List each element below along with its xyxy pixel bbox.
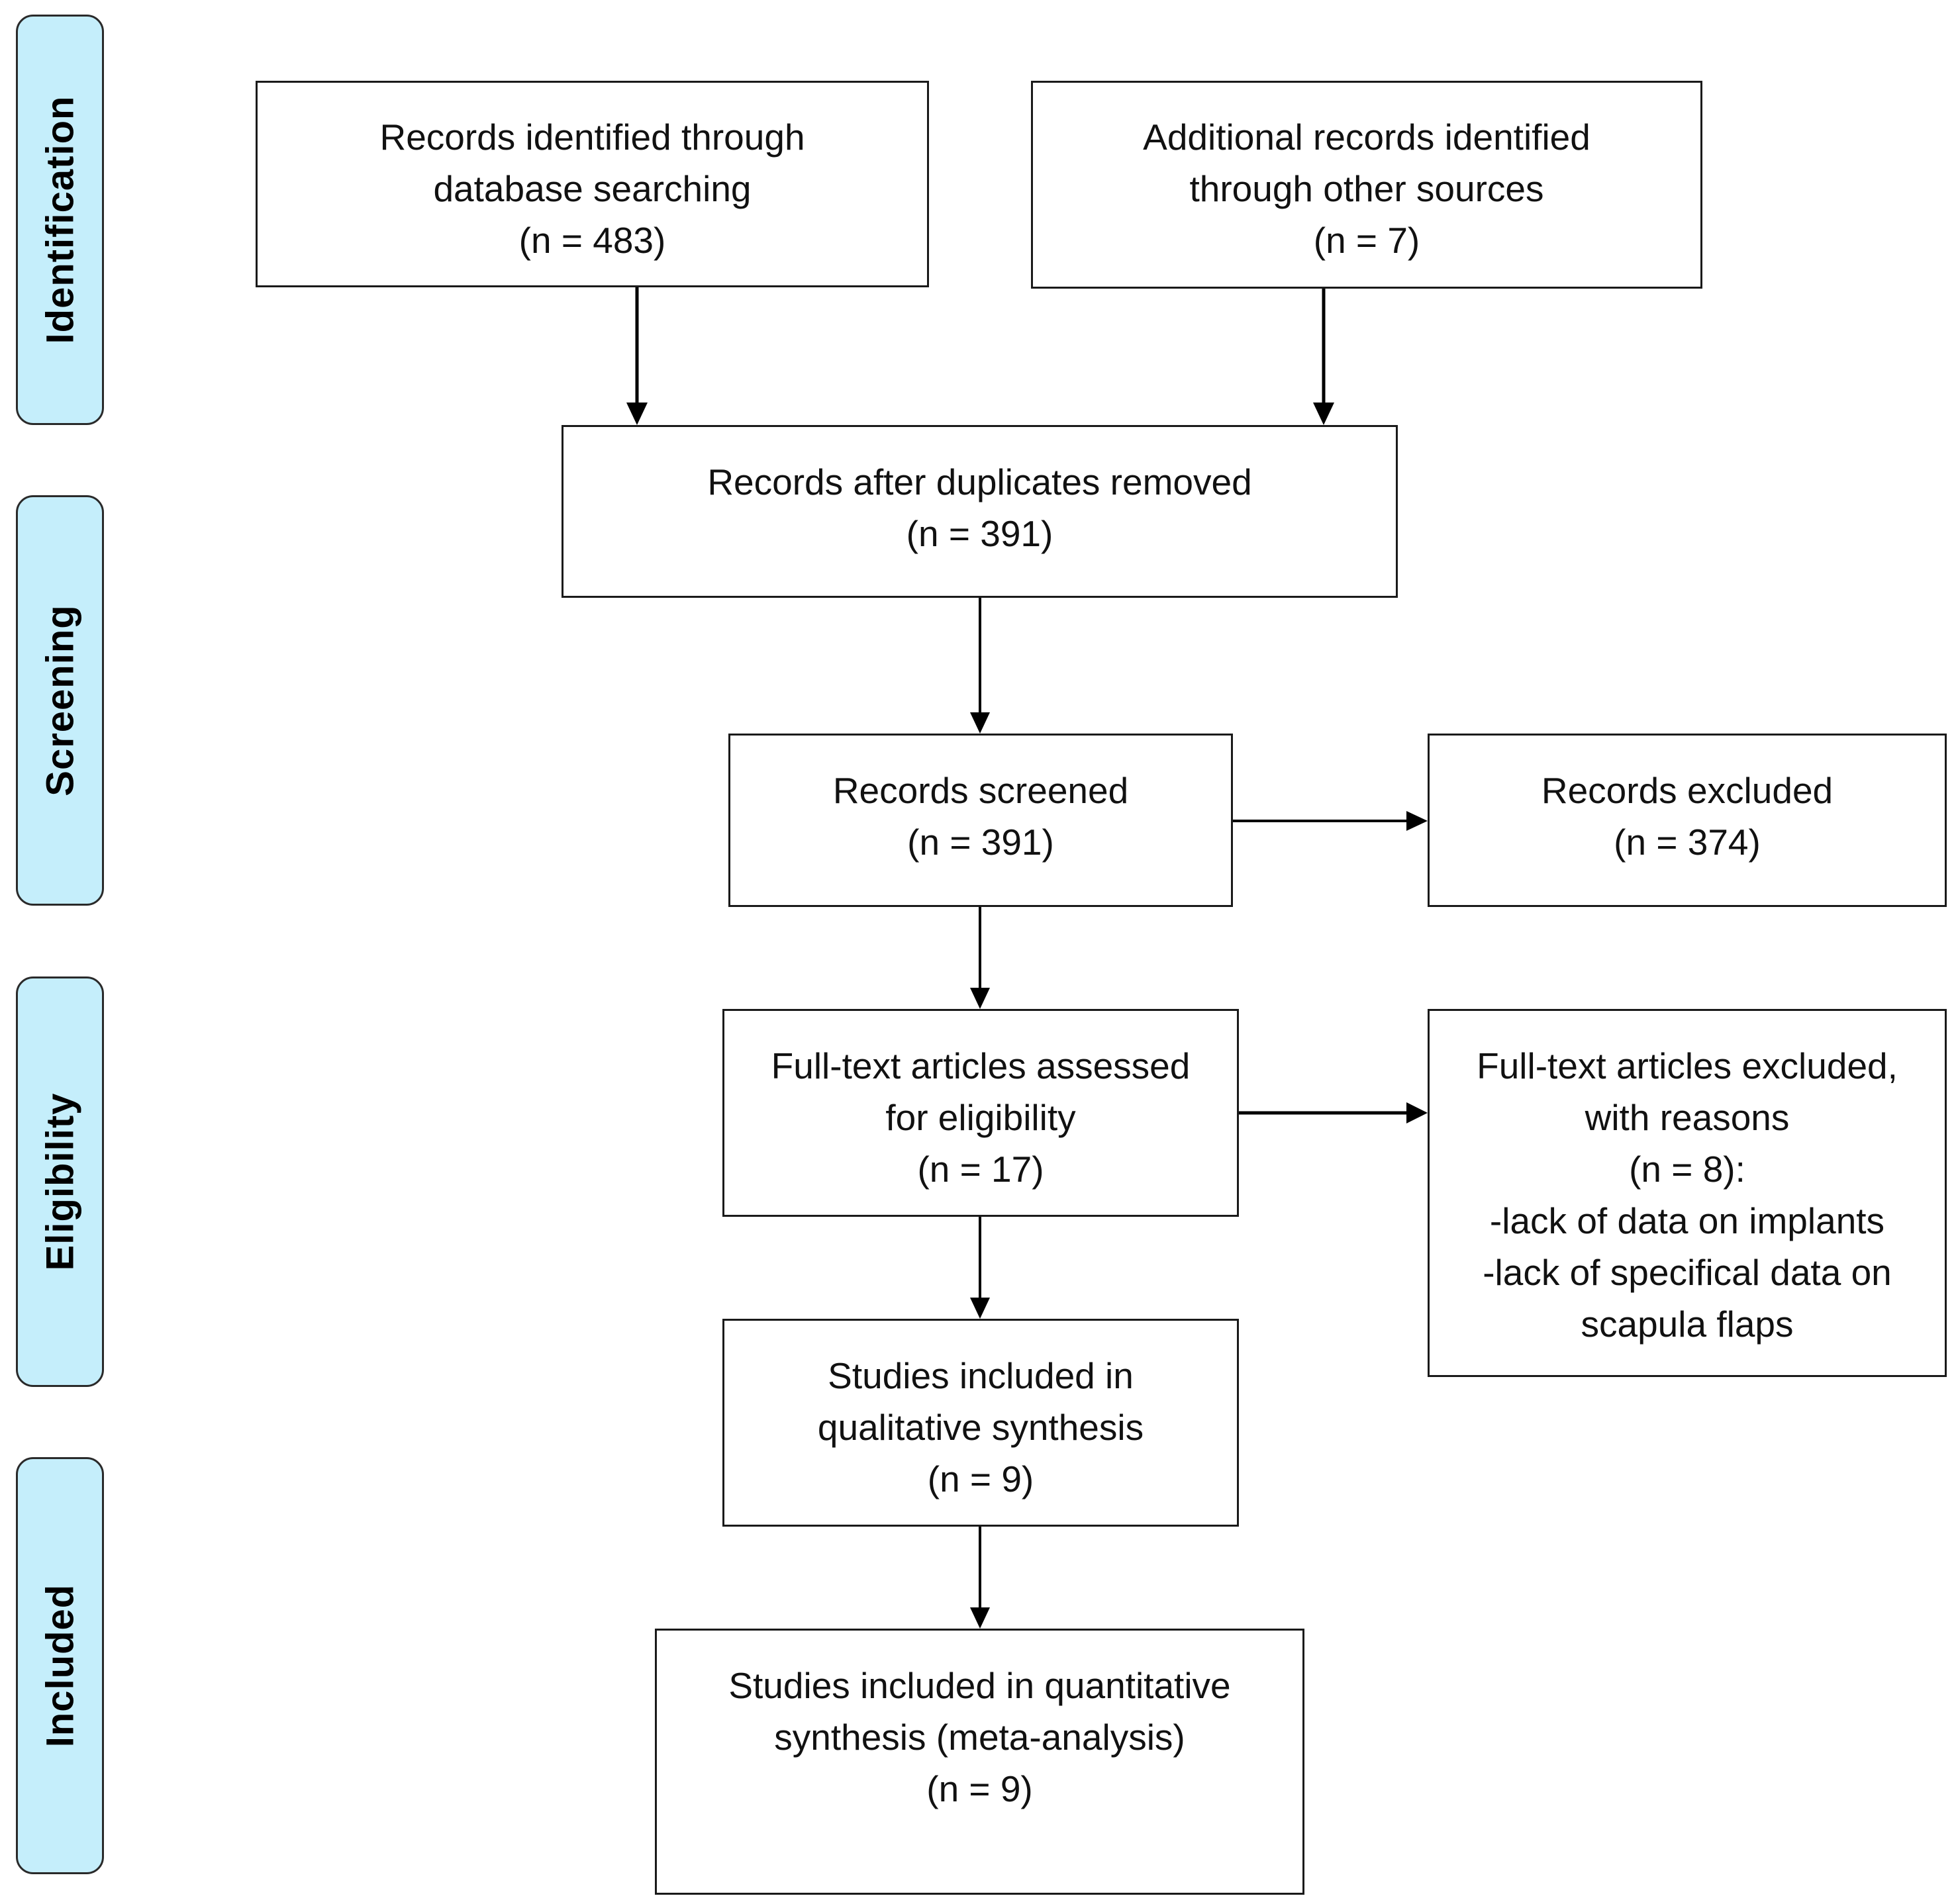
- box-qualitative-synthesis: Studies included in qualitative synthesi…: [722, 1319, 1239, 1527]
- arrowhead-fulltext-to-qualitative: [970, 1298, 990, 1319]
- box-count: (n = 483): [518, 220, 666, 261]
- box-text-line: Studies included in quantitative: [728, 1665, 1231, 1706]
- arrowhead-screened-to-excluded: [1406, 811, 1428, 831]
- box-text-line: Records identified through: [379, 117, 805, 158]
- box-text-line: Full-text articles assessed: [771, 1045, 1191, 1086]
- box-quantitative-synthesis: Studies included in quantitative synthes…: [655, 1629, 1304, 1895]
- phase-screening-label: Screening: [38, 604, 81, 796]
- box-text-line: Records screened: [832, 770, 1129, 811]
- box-text-line: through other sources: [1189, 168, 1544, 209]
- box-count: (n = 17): [917, 1149, 1044, 1190]
- box-text-line: Full-text articles excluded,: [1477, 1045, 1898, 1086]
- box-other-records: Additional records identified through ot…: [1031, 81, 1702, 289]
- exclusion-reason: -lack of specifical data on: [1483, 1252, 1892, 1293]
- exclusion-reason: -lack of data on implants: [1489, 1200, 1885, 1241]
- phase-eligibility: Eligibility: [16, 976, 104, 1387]
- phase-included: Included: [16, 1457, 104, 1874]
- arrowhead-other-to-deduplicated: [1313, 403, 1334, 425]
- phase-eligibility-label: Eligibility: [38, 1092, 81, 1271]
- phase-identification-label: Identification: [38, 95, 81, 344]
- box-count: (n = 7): [1313, 220, 1420, 261]
- box-text-line: Records after duplicates removed: [707, 461, 1252, 502]
- box-records-screened: Records screened (n = 391): [728, 734, 1233, 907]
- arrowhead-deduplicated-to-screened: [970, 712, 990, 734]
- box-text-line: qualitative synthesis: [817, 1407, 1144, 1448]
- phase-screening: Screening: [16, 495, 104, 906]
- box-text-line: Records excluded: [1541, 770, 1834, 811]
- arrowhead-qualitative-to-quantitative: [970, 1607, 990, 1629]
- box-text-line: database searching: [433, 168, 752, 209]
- box-count: (n = 391): [907, 822, 1054, 863]
- box-fulltext-excluded: Full-text articles excluded, with reason…: [1428, 1009, 1947, 1377]
- box-count: (n = 391): [906, 513, 1053, 554]
- box-text-line: Studies included in: [828, 1355, 1134, 1396]
- box-count: (n = 8):: [1629, 1149, 1745, 1190]
- box-text-line: with reasons: [1585, 1097, 1790, 1138]
- arrowhead-screened-to-fulltext: [970, 988, 990, 1009]
- box-text-line: Additional records identified: [1143, 117, 1590, 158]
- exclusion-reason: scapula flaps: [1581, 1304, 1794, 1345]
- box-count: (n = 374): [1614, 822, 1761, 863]
- box-count: (n = 9): [927, 1458, 1034, 1499]
- phase-included-label: Included: [38, 1584, 81, 1748]
- box-fulltext-assessed: Full-text articles assessed for eligibil…: [722, 1009, 1239, 1217]
- phase-identification: Identification: [16, 15, 104, 425]
- box-text-line: for eligibility: [885, 1097, 1076, 1138]
- arrowhead-database-to-deduplicated: [626, 403, 648, 425]
- box-after-duplicates: Records after duplicates removed (n = 39…: [562, 425, 1398, 598]
- box-text-line: synthesis (meta-analysis): [774, 1717, 1185, 1758]
- arrowhead-fulltext-to-excluded: [1406, 1102, 1428, 1123]
- box-database-records: Records identified through database sear…: [256, 81, 929, 287]
- box-count: (n = 9): [926, 1768, 1033, 1809]
- box-records-excluded: Records excluded (n = 374): [1428, 734, 1947, 907]
